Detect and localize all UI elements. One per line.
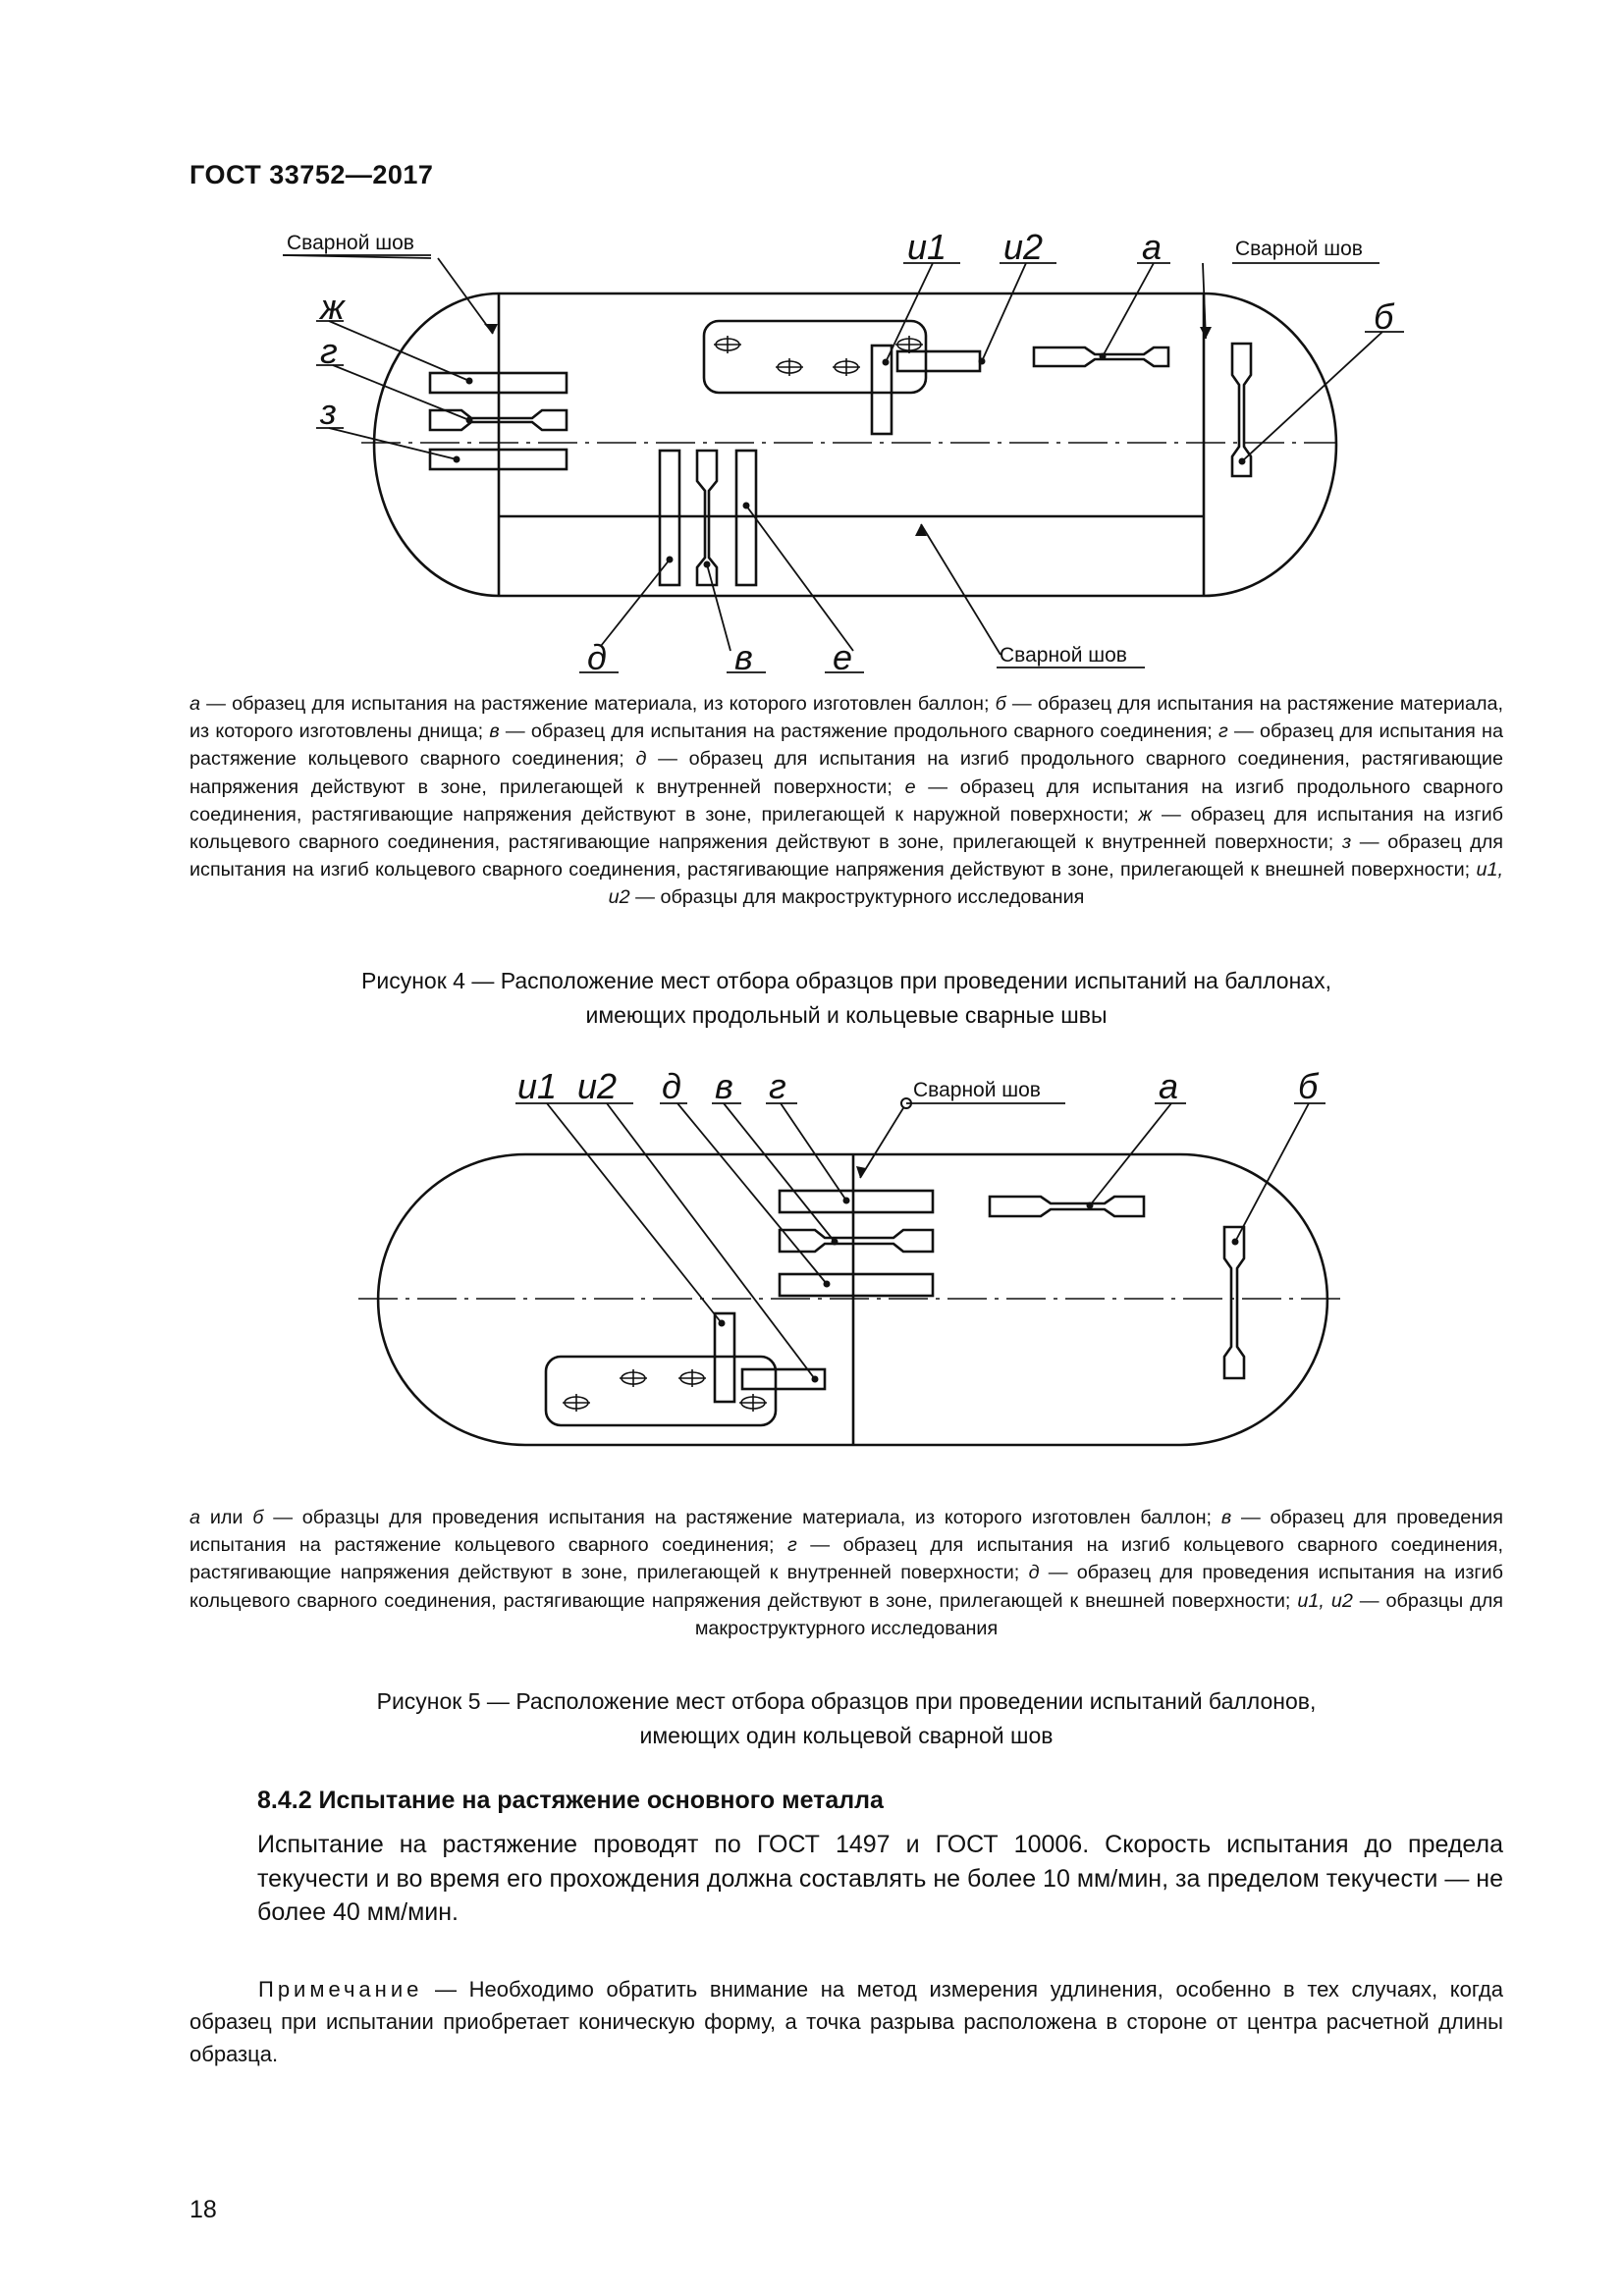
fig5-label-v: в — [715, 1066, 733, 1106]
figure-4-drawing: Сварной шов Сварной шов Сварной шов ж г … — [282, 227, 1404, 677]
fig5-leaders — [546, 1102, 1310, 1380]
fig4-specimen-i2 — [895, 349, 982, 373]
fig5-weld-marks — [563, 1369, 767, 1412]
legend-key: а — [189, 693, 201, 715]
legend-text: — образцы для макроструктурного исследов… — [629, 886, 1085, 909]
legend-key: в — [489, 721, 500, 743]
fig4-label-zh: ж — [318, 287, 347, 327]
fig4-label-z: з — [319, 392, 337, 432]
fig4-weld-marks — [714, 336, 923, 376]
fig4-specimen-z — [428, 448, 568, 471]
legend-text: — образец для испытания на изгиб кольцев… — [189, 803, 1503, 854]
figure-4-caption-line2: имеющих продольный и кольцевые сварные ш… — [585, 1002, 1108, 1028]
figure-5-legend: а или б — образцы для проведения испытан… — [189, 1504, 1503, 1642]
fig4-leaders — [282, 254, 1383, 656]
figure-5-caption: Рисунок 5 — Расположение мест отбора обр… — [189, 1684, 1503, 1753]
fig5-label-i2: и2 — [577, 1066, 617, 1106]
fig4-label-d: д — [587, 637, 607, 677]
legend-key: д — [1028, 1562, 1040, 1584]
fig4-specimen-d — [658, 449, 681, 587]
fig5-label-a: а — [1159, 1066, 1178, 1106]
fig5-label-g: г — [769, 1066, 786, 1106]
fig5-specimen-v — [778, 1189, 935, 1214]
legend-key: ж — [1138, 803, 1153, 826]
fig4-leader-dots — [453, 324, 1246, 568]
section-heading: 8.4.2 Испытание на растяжение основного … — [257, 1787, 884, 1814]
fig4-specimen-i1 — [870, 344, 893, 436]
fig5-specimen-a — [988, 1195, 1146, 1218]
fig5-weld-label: Сварной шов — [913, 1079, 1041, 1101]
legend-key: г — [787, 1534, 797, 1557]
fig5-label-b: б — [1298, 1066, 1320, 1106]
figure-4-legend: а — образец для испытания на растяжение … — [189, 690, 1503, 912]
legend-key: б — [995, 693, 1006, 715]
legend-key: и1, и2 — [1297, 1589, 1353, 1612]
section-paragraph: Испытание на растяжение проводят по ГОСТ… — [257, 1828, 1503, 1930]
fig5-specimen-d — [778, 1272, 935, 1298]
fig5-leader-dots — [718, 1166, 1239, 1383]
legend-text: — образцы для проведения испытания на ра… — [263, 1507, 1221, 1528]
fig5-specimen-b — [1222, 1225, 1246, 1380]
legend-text: — образец для испытания на изгиб продоль… — [189, 775, 1504, 826]
fig4-label-v: в — [734, 637, 753, 677]
legend-text: — образец для испытания на изгиб кольцев… — [189, 1534, 1503, 1584]
legend-key: е — [904, 775, 916, 798]
legend-key: з — [1341, 831, 1352, 854]
fig4-weld-label-right: Сварной шов — [1235, 238, 1363, 260]
legend-key: а — [189, 1507, 201, 1528]
figure-5-caption-line1: Рисунок 5 — Расположение мест отбора обр… — [376, 1688, 1317, 1714]
fig4-weld-label-left: Сварной шов — [287, 232, 414, 254]
fig4-label-underlines — [283, 254, 1404, 673]
legend-text: — образец для проведения испытания на ра… — [189, 1507, 1503, 1557]
fig4-specimen-e — [734, 449, 758, 587]
fig5-macro-plate — [544, 1355, 778, 1427]
fig4-label-i2: и2 — [1003, 227, 1043, 267]
fig4-weld-label-bottom: Сварной шов — [1000, 644, 1127, 667]
fig4-macro-plate — [702, 319, 928, 395]
fig4-label-e: е — [833, 637, 852, 677]
fig4-specimen-zh — [428, 371, 568, 395]
fig4-specimen-a — [1032, 346, 1170, 368]
fig5-specimen-i1 — [713, 1311, 736, 1404]
legend-key: д — [635, 748, 647, 771]
figure-5-drawing: Сварной шов и1 и2 д в г а б — [358, 1066, 1345, 1447]
fig4-specimen-b — [1230, 342, 1253, 478]
fig5-specimen-i2 — [740, 1367, 827, 1391]
legend-text: — образец для испытания на растяжение ко… — [189, 721, 1503, 771]
fig5-label-i1: и1 — [517, 1066, 557, 1106]
fig4-label-a: а — [1142, 227, 1162, 267]
fig4-label-g: г — [320, 331, 338, 371]
legend-key: в — [1220, 1507, 1232, 1528]
figure-5-caption-line2: имеющих один кольцевой сварной шов — [639, 1723, 1054, 1748]
fig5-vessel-outline — [376, 1152, 1329, 1447]
legend-text: — образец для испытания на растяжение пр… — [499, 721, 1218, 743]
legend-key: г — [1218, 721, 1228, 743]
fig4-specimen-v — [695, 449, 719, 587]
legend-key: и1, и2 — [608, 859, 1503, 909]
figure-4-caption-line1: Рисунок 4 — Расположение мест отбора обр… — [361, 968, 1331, 993]
legend-text: — образец для испытания на изгиб кольцев… — [189, 831, 1503, 881]
fig4-label-i1: и1 — [907, 227, 947, 267]
legend-text: — образец для испытания на изгиб продоль… — [189, 748, 1503, 798]
fig5-label-d: д — [662, 1066, 681, 1106]
note-text: — Необходимо обратить внимание на метод … — [189, 1977, 1503, 2066]
legend-text: или — [200, 1507, 253, 1528]
note-label: Примечание — [258, 1977, 423, 2002]
legend-text: — образец для испытания на растяжение ма… — [200, 693, 996, 715]
legend-key: б — [252, 1507, 264, 1528]
fig4-vessel-outline — [372, 292, 1338, 598]
section-note: Примечание — Необходимо обратить внимани… — [189, 1973, 1503, 2070]
legend-text: — образцы для макроструктурного исследов… — [694, 1589, 1504, 1639]
fig4-label-b: б — [1374, 296, 1395, 337]
legend-text: — образец для испытания на растяжение ма… — [189, 693, 1503, 743]
legend-text: — образец для проведения испытания на из… — [189, 1562, 1504, 1612]
section-paragraph-text: Испытание на растяжение проводят по ГОСТ… — [257, 1831, 1503, 1926]
figure-4-caption: Рисунок 4 — Расположение мест отбора обр… — [189, 964, 1503, 1033]
fig5-specimen-g — [778, 1228, 935, 1254]
page-number: 18 — [189, 2196, 217, 2223]
document-header: ГОСТ 33752—2017 — [189, 160, 434, 189]
